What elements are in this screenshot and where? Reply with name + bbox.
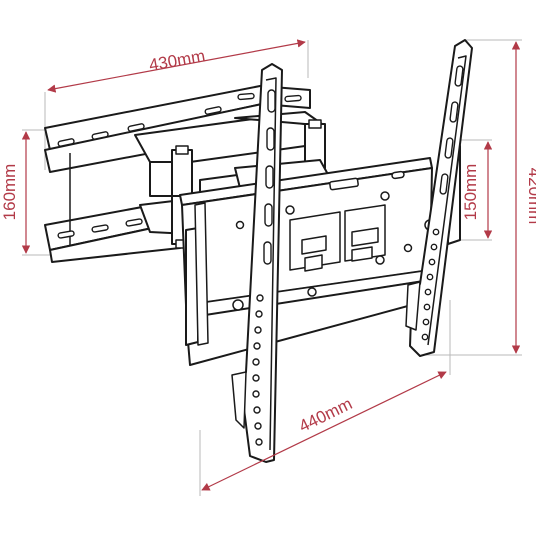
dimension-label-top-width: 430mm (147, 46, 206, 75)
dimension-150-right: 150mm (461, 141, 493, 239)
dimension-label-bracket-spacing: 150mm (461, 164, 480, 221)
dimension-160-left: 160mm (0, 131, 31, 254)
dimension-420-right: 420mm (511, 41, 536, 354)
right-vertical-bracket (405, 39, 473, 357)
dimension-label-wall-plate-height: 160mm (0, 164, 19, 221)
tv-back-plate (179, 157, 433, 366)
dimension-label-overall-height: 420mm (525, 168, 536, 225)
